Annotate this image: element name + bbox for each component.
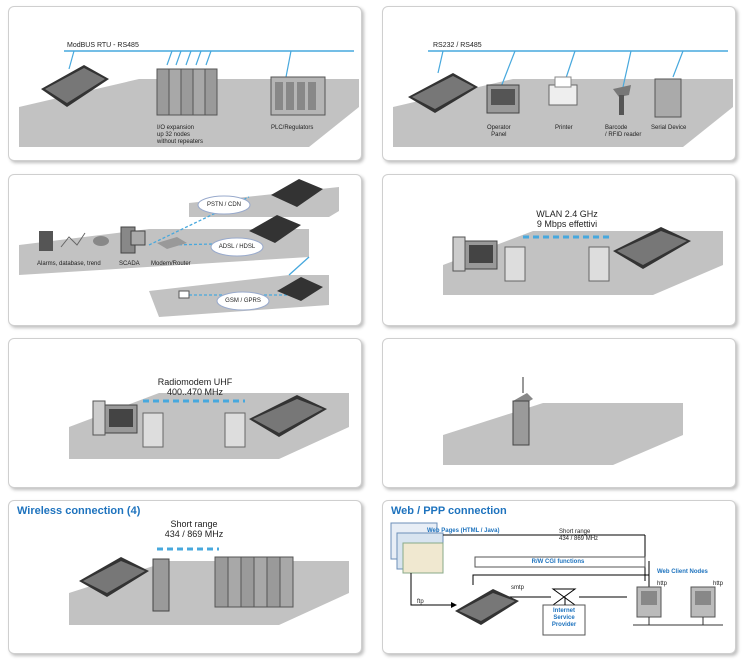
wireless-diagram <box>69 547 349 625</box>
controller-unit-icon <box>41 65 109 107</box>
remote-unit-3-icon <box>277 277 323 301</box>
remote-unit-1-icon <box>271 179 323 207</box>
pstn-label: PSTN / CDN <box>206 202 241 208</box>
radiomodem-right-icon <box>224 412 246 448</box>
short-range-label: Short range 434 / 869 MHz <box>164 519 224 539</box>
barcode-label: Barcode / RFID reader <box>605 125 642 138</box>
io-modules-icon <box>156 68 218 116</box>
adsl-label: ADSL / HDSL <box>218 244 256 250</box>
web-ppp-title: Web / PPP connection <box>391 505 507 517</box>
client-pc-1-icon <box>636 586 662 618</box>
controller-unit-icon <box>249 395 327 437</box>
bus-label: RS232 / RS485 <box>433 42 482 49</box>
controller-unit-icon <box>408 73 478 113</box>
printer-icon <box>548 76 578 106</box>
io-modules-icon <box>214 556 294 608</box>
radiomodem-diagram <box>69 393 349 459</box>
printer-label: Printer <box>555 125 573 131</box>
panel-radiomodem: Radiomodem UHF 400..470 MHz <box>8 338 362 488</box>
alarms-icons <box>39 231 109 251</box>
remote-unit-2-icon <box>249 215 301 243</box>
rw-cgi-label: R/W CGI functions <box>531 559 585 565</box>
radio-device-right-icon <box>588 246 610 282</box>
plc-label: PLC/Regulators <box>271 125 314 131</box>
plc-icon <box>270 76 326 116</box>
barcode-reader-icon <box>613 85 631 115</box>
gsm-envelope-icon <box>178 290 190 299</box>
http-label-1: http <box>657 581 668 587</box>
controller-unit-icon <box>79 557 149 597</box>
isp-label: Internet Service Provider <box>551 608 577 628</box>
pc-icon <box>452 236 498 272</box>
standalone-diagram <box>443 377 683 465</box>
alarms-label: Alarms, database, trend <box>37 261 101 267</box>
client-nodes-label: Web Client Nodes <box>657 569 708 575</box>
web-pages-label: Web Pages (HTML / Java) <box>427 528 500 534</box>
gsm-label: GSM / GPRS <box>225 298 261 304</box>
modbus-diagram <box>19 50 359 147</box>
short-range-label: Short range 434 / 869 MHz <box>559 529 599 542</box>
web-pages-screenshot-icon <box>390 522 444 574</box>
modem-label: Modem/Router <box>151 261 191 267</box>
web-ppp-diagram <box>390 522 723 636</box>
scada-label: SCADA <box>119 261 140 267</box>
ftp-label: ftp <box>417 599 424 605</box>
scada-pc-icon <box>120 226 146 254</box>
panel-modbus: ModBUS RTU - RS485 I/O expansion up 32 n… <box>8 6 362 161</box>
din-rail-device-icon <box>512 393 533 446</box>
pc-icon <box>92 400 138 436</box>
radiomodem-label: Radiomodem UHF 400..470 MHz <box>157 377 233 397</box>
panel-wireless: Wireless connection (4) Short range 434 … <box>8 500 362 654</box>
rs232-diagram <box>393 50 733 147</box>
wlan-label: WLAN 2.4 GHz 9 Mbps effettivi <box>536 209 598 229</box>
isp-box <box>542 604 586 636</box>
io-expansion-label: I/O expansion up 32 nodes without repeat… <box>157 125 204 145</box>
operator-panel-label: Operator Panel <box>487 125 511 138</box>
wireless-title: Wireless connection (4) <box>17 505 141 517</box>
panel-telemetry: PSTN / CDN ADSL / HDSL GSM / GPRS Alarms… <box>8 174 362 326</box>
radio-device-left-icon <box>504 246 526 282</box>
client-pc-2-icon <box>690 586 716 618</box>
modem-router-icon <box>157 237 187 249</box>
controller-unit-icon <box>455 589 519 625</box>
panel-rs232: RS232 / RS485 Operator Panel Printer Bar… <box>382 6 736 161</box>
panel-standalone <box>382 338 736 488</box>
panel-wlan: WLAN 2.4 GHz 9 Mbps effettivi <box>382 174 736 326</box>
serial-device-label: Serial Device <box>651 125 687 131</box>
mail-router-icon <box>551 588 577 606</box>
bus-label: ModBUS RTU - RS485 <box>67 42 139 49</box>
wireless-module-icon <box>152 558 170 612</box>
panel-web-ppp: Web / PPP connection Web Pages (HTML / J… <box>382 500 736 654</box>
controller-unit-icon <box>613 227 691 269</box>
operator-panel-icon <box>486 84 520 114</box>
radiomodem-left-icon <box>142 412 164 448</box>
smtp-label: smtp <box>511 585 525 591</box>
serial-device-icon <box>654 78 682 118</box>
http-label-2: http <box>713 581 724 587</box>
telemetry-diagram <box>19 179 339 317</box>
wlan-diagram <box>443 227 723 295</box>
